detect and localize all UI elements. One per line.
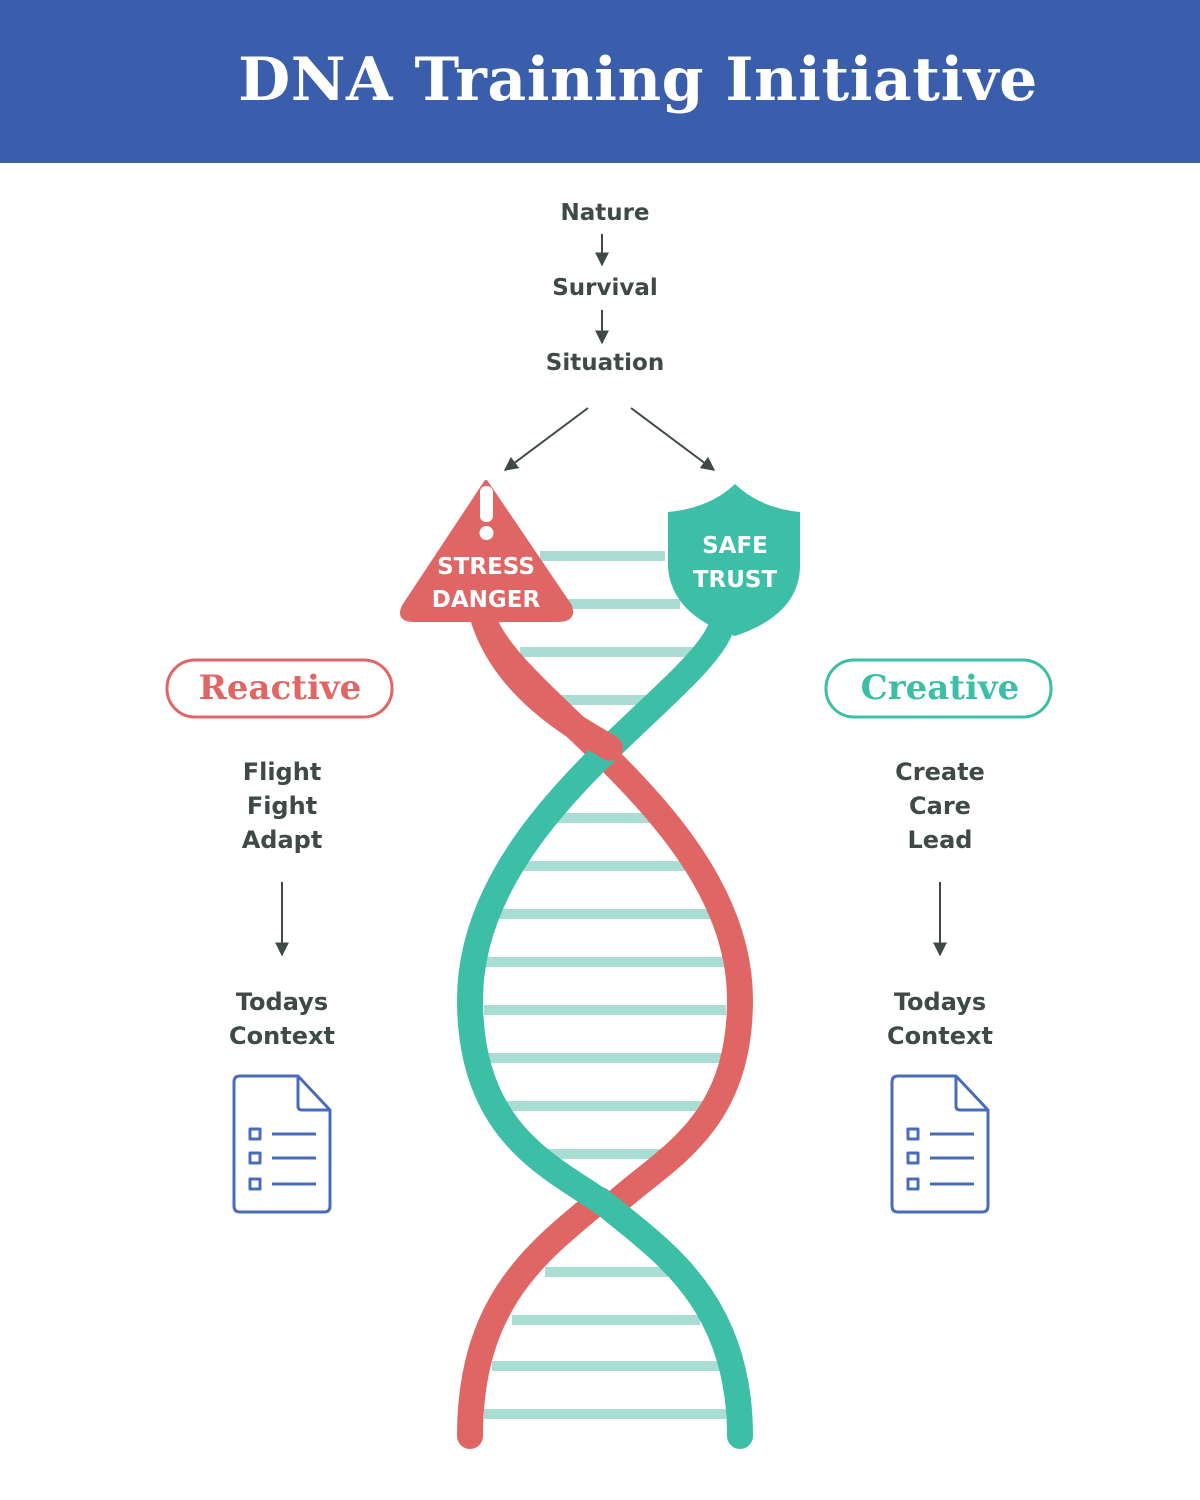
- header-bar: DNA Training Initiative: [0, 0, 1200, 163]
- warning-triangle-icon: [400, 480, 574, 622]
- reactive-strand-lower: [457, 1187, 613, 1449]
- creative-item-care: Care: [909, 792, 971, 820]
- reactive-label: Reactive: [199, 668, 362, 708]
- page-title: DNA Training Initiative: [238, 45, 1038, 115]
- stress-label: STRESS: [437, 554, 535, 580]
- trust-label: TRUST: [693, 567, 778, 593]
- safe-trust-badge: SAFE TRUST: [668, 484, 800, 636]
- reactive-strand-top: [471, 607, 623, 761]
- creative-label: Creative: [861, 668, 1020, 708]
- reactive-pill: [165, 658, 394, 719]
- stress-danger-badge: STRESS DANGER: [400, 480, 574, 622]
- reactive-item-fight: Fight: [247, 792, 317, 820]
- document-checklist-icon: [890, 1074, 990, 1214]
- dna-rungs: [484, 551, 726, 1419]
- reactive-context-line2: Context: [229, 1022, 335, 1050]
- document-checklist-icon: [232, 1074, 332, 1214]
- arrow-right-down-icon: [630, 407, 716, 471]
- creative-item-create: Create: [895, 758, 985, 786]
- creative-pill: [824, 658, 1053, 719]
- reactive-item-flight: Flight: [243, 758, 322, 786]
- safe-label: SAFE: [702, 533, 768, 559]
- creative-context-line1: Todays: [894, 988, 986, 1016]
- reactive-context-line1: Todays: [236, 988, 328, 1016]
- flow-step-survival: Survival: [552, 275, 658, 301]
- flow-step-nature: Nature: [560, 200, 649, 226]
- reactive-item-adapt: Adapt: [242, 826, 323, 854]
- flow-step-situation: Situation: [546, 350, 664, 376]
- arrow-left-down-icon: [503, 407, 589, 471]
- danger-label: DANGER: [432, 587, 541, 613]
- shield-icon: [668, 484, 800, 636]
- creative-item-lead: Lead: [908, 826, 973, 854]
- exclamation-icon: [480, 486, 493, 522]
- creative-context-line2: Context: [887, 1022, 993, 1050]
